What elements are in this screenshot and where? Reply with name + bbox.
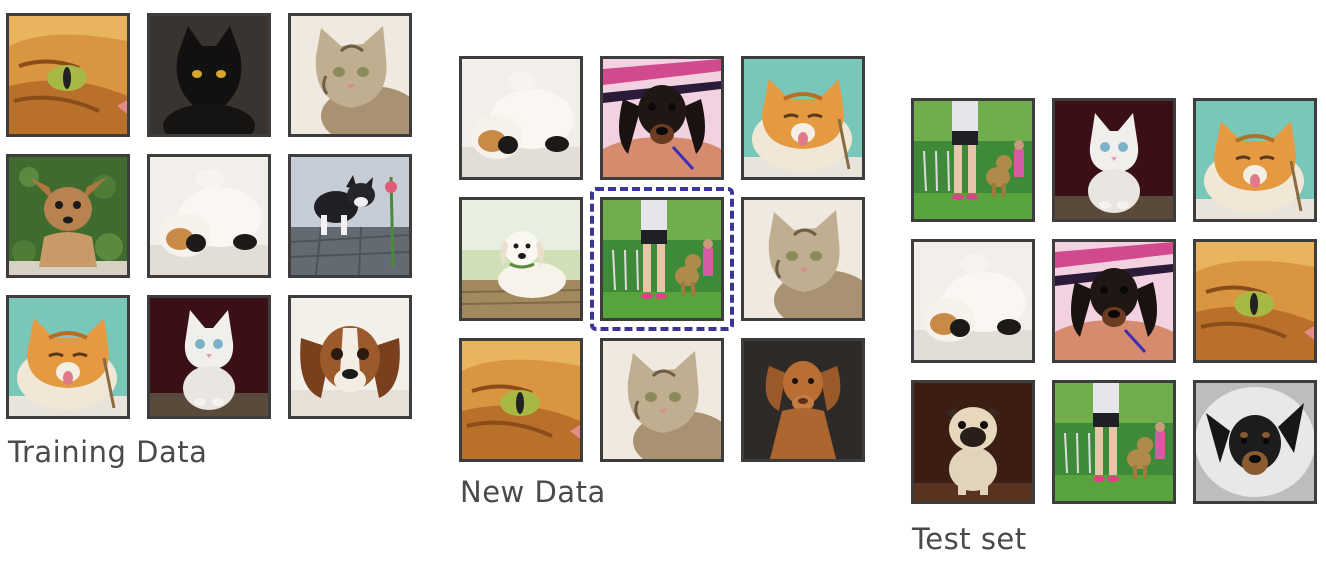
training-tile	[6, 13, 130, 137]
photo-white-kitten	[1055, 101, 1173, 219]
photo-dog-walk	[1055, 383, 1173, 501]
training-tile	[288, 13, 412, 137]
photo-orange-cat-licking	[9, 298, 127, 416]
training-tile	[147, 295, 271, 419]
photo-calico-kitten	[462, 59, 580, 177]
photo-black-white-kitten	[291, 157, 409, 275]
test-tile	[1052, 380, 1176, 504]
training-tile	[288, 154, 412, 278]
photo-calico-kitten	[150, 157, 268, 275]
photo-cat-closeup	[1196, 242, 1314, 360]
training-tile	[288, 295, 412, 419]
new-data-tile	[459, 338, 583, 462]
test-tile	[1052, 98, 1176, 222]
photo-pug	[914, 383, 1032, 501]
photo-dachshund	[1055, 242, 1173, 360]
test-tile	[1193, 239, 1317, 363]
training-tile	[6, 295, 130, 419]
photo-black-cat	[150, 16, 268, 134]
photo-spaniel	[291, 298, 409, 416]
new-data-tile	[459, 56, 583, 180]
training-caption: Training Data	[8, 435, 208, 469]
new-data-tile	[741, 197, 865, 321]
photo-white-kitten	[150, 298, 268, 416]
new-data-tile	[600, 56, 724, 180]
new-data-tile	[741, 338, 865, 462]
test-tile	[911, 380, 1035, 504]
test-tile	[1193, 98, 1317, 222]
photo-orange-cat-licking	[1196, 101, 1314, 219]
test-tile	[1193, 380, 1317, 504]
photo-black-tan-dog	[1196, 383, 1314, 501]
photo-lab-puppy	[462, 200, 580, 318]
photo-dog-walk	[914, 101, 1032, 219]
training-tile	[147, 154, 271, 278]
training-tile	[6, 154, 130, 278]
photo-cat-closeup	[9, 16, 127, 134]
new-data-tile	[459, 197, 583, 321]
photo-orange-cat-licking	[744, 59, 862, 177]
photo-dog-walk	[603, 200, 721, 318]
new-data-tile	[600, 338, 724, 462]
training-tile	[147, 13, 271, 137]
photo-vizsla	[744, 341, 862, 459]
new-data-tile	[741, 56, 865, 180]
photo-chihuahua	[9, 157, 127, 275]
selection-highlight	[590, 187, 734, 331]
photo-tabby-kitten	[291, 16, 409, 134]
test-tile	[1052, 239, 1176, 363]
photo-calico-kitten	[914, 242, 1032, 360]
new-data-caption: New Data	[460, 475, 606, 509]
photo-cat-closeup	[462, 341, 580, 459]
photo-dachshund	[603, 59, 721, 177]
test-caption: Test set	[912, 522, 1027, 556]
new-data-tile-highlighted	[600, 197, 724, 321]
test-tile	[911, 239, 1035, 363]
test-tile	[911, 98, 1035, 222]
photo-tabby-kitten	[744, 200, 862, 318]
photo-tabby-kitten	[603, 341, 721, 459]
